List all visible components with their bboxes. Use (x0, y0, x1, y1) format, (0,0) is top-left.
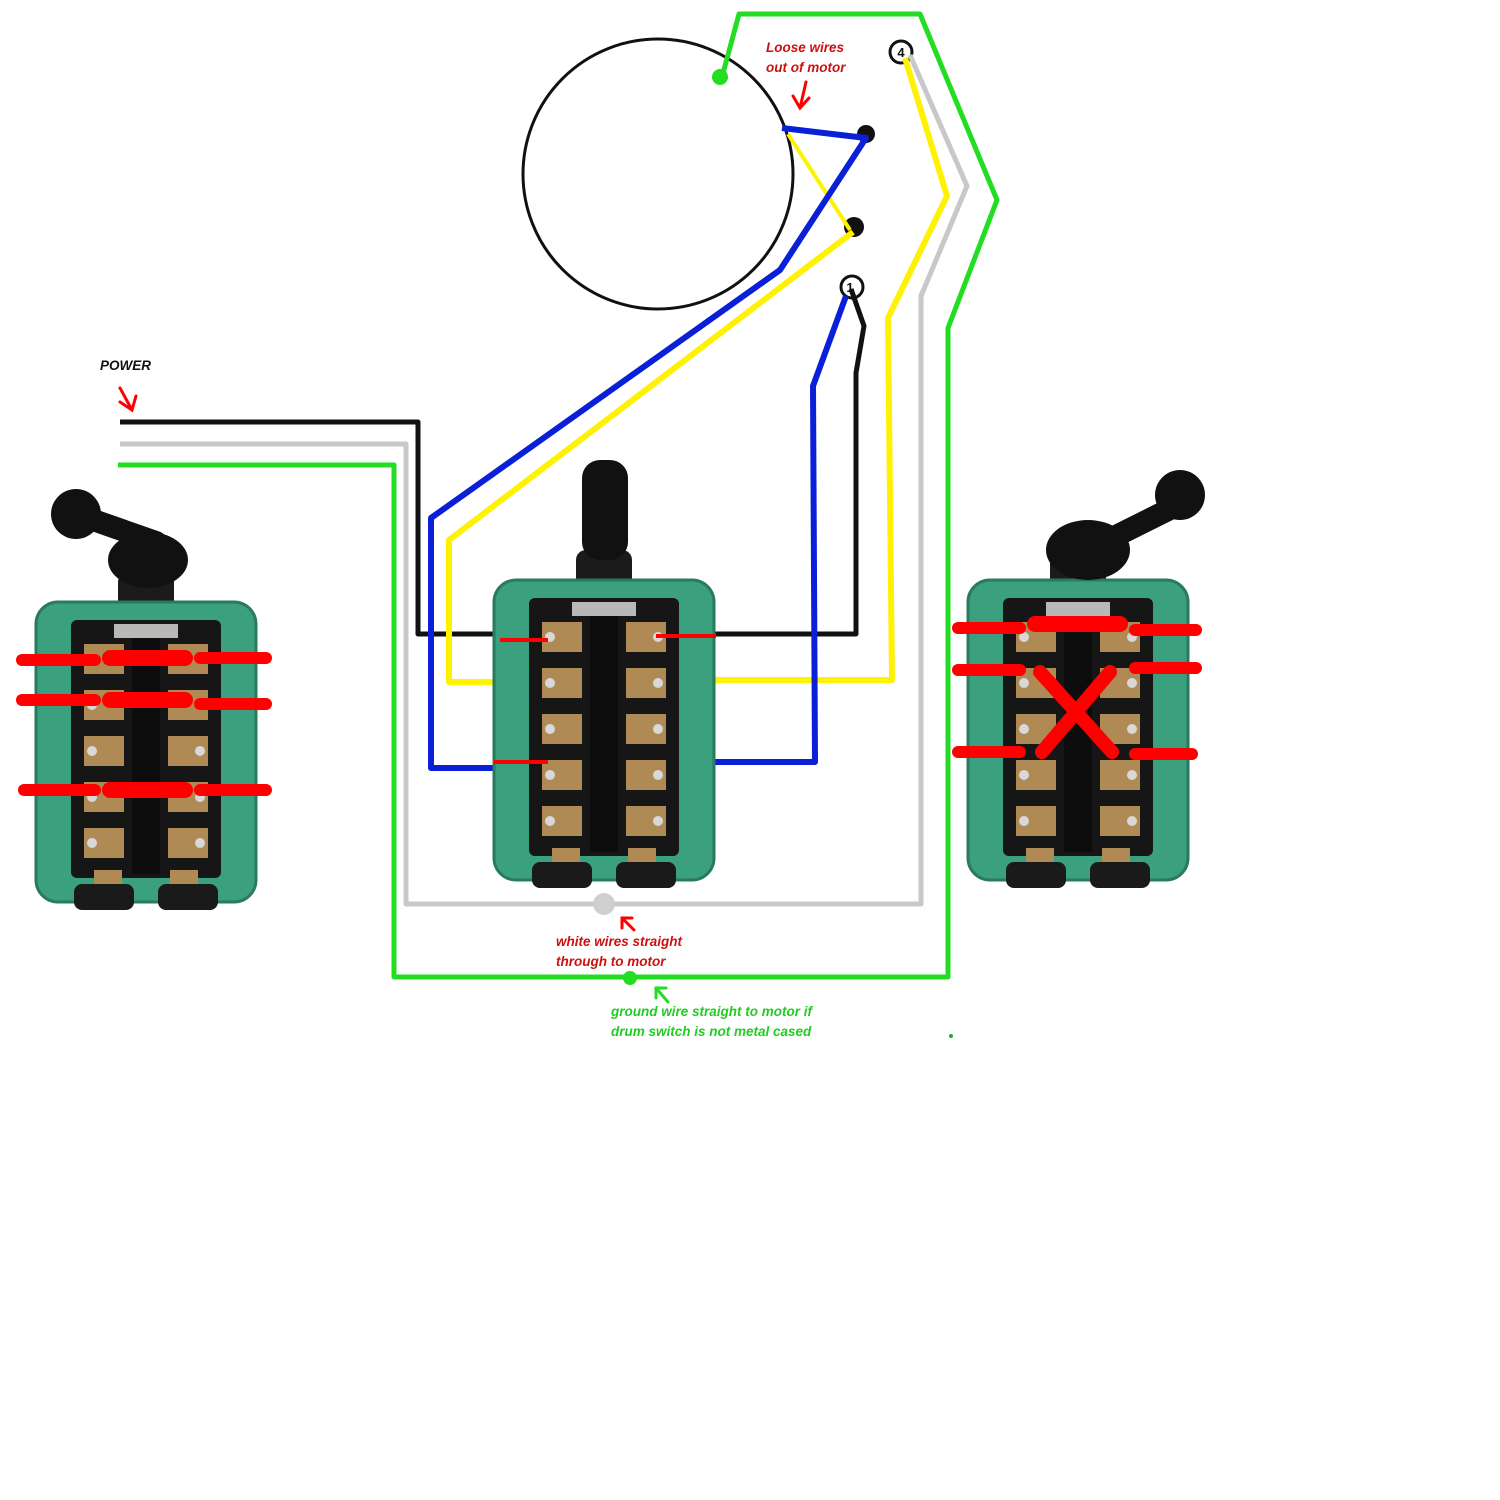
loose-wires-label-line1: Loose wires (766, 40, 845, 55)
motor: 4 1 (521, 37, 914, 311)
ground-label-line2: drum switch is not metal cased (611, 1024, 812, 1039)
right-crossed-switch (966, 470, 1205, 890)
neutral-wire (120, 54, 970, 907)
ground-splice (623, 971, 637, 985)
hot-wire (120, 288, 867, 637)
ground-wire (118, 11, 1000, 980)
svg-text:1: 1 (846, 280, 853, 295)
right-switch-cross-mark (1033, 665, 1119, 759)
ground-label-line1: ground wire straight to motor if (610, 1004, 813, 1019)
motor-terminal-4: 4 (888, 39, 914, 65)
loose-wires-arrow (791, 80, 811, 111)
yellow-lead-terminal4 (650, 57, 950, 683)
white-wires-label-line1: white wires straight (556, 934, 683, 949)
center-switch-red-tips (494, 634, 716, 764)
loose-wires-label-line2: out of motor (766, 60, 846, 75)
stray-dot (949, 1034, 953, 1038)
svg-text:4: 4 (897, 45, 905, 60)
yellow-lead-internal (786, 132, 852, 232)
left-reference-switch (34, 489, 258, 912)
ground-wire-arrow (654, 986, 670, 1004)
white-wires-arrow (620, 916, 636, 932)
white-wires-label-line2: through to motor (556, 954, 666, 969)
right-switch-jumpers (952, 616, 1202, 760)
left-switch-jumpers (16, 650, 272, 798)
power-arrow (118, 386, 138, 413)
power-label: POWER (100, 358, 151, 373)
neutral-splice (593, 893, 615, 915)
center-wired-switch (492, 460, 716, 890)
blue-lead-motor (428, 125, 869, 771)
blue-lead-terminal1 (654, 294, 849, 765)
